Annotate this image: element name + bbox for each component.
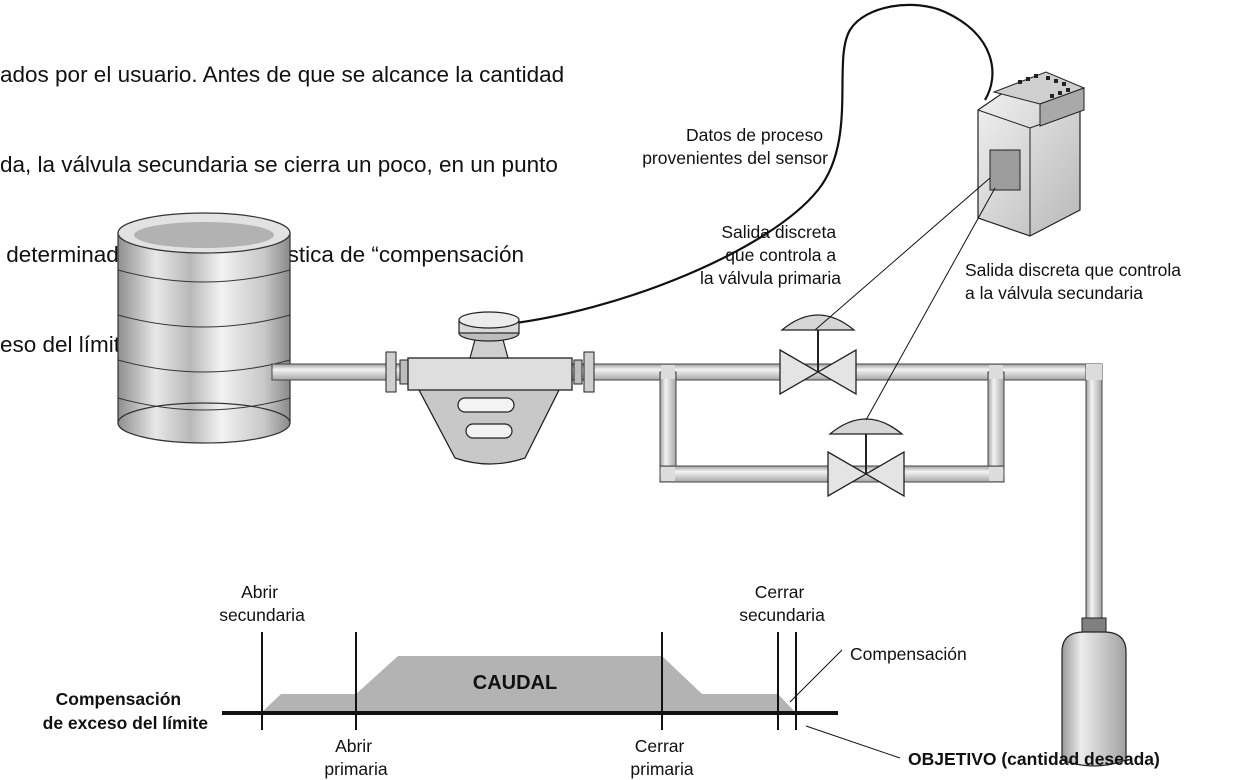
close-primary-label: Cerrar primaria <box>630 736 693 779</box>
compensation-label: Compensación <box>850 644 967 664</box>
storage-tank <box>117 212 291 444</box>
leader-target <box>805 725 901 759</box>
secondary-valve <box>827 418 905 498</box>
open-secondary-label: Abrir secundaria <box>219 582 305 625</box>
transmitter-module <box>977 71 1086 237</box>
flow-label: CAUDAL <box>473 672 557 694</box>
target-label: OBJETIVO (cantidad deseada) <box>908 749 1160 769</box>
intro-line-1: ados por el usuario. Antes de que se alc… <box>0 62 565 87</box>
intro-paragraph: ados por el usuario. Antes de que se alc… <box>0 0 760 390</box>
sensor-cable <box>499 3 994 327</box>
leader-primary <box>814 177 991 331</box>
sensor-data-label: Datos de proceso provenientes del sensor <box>642 125 828 168</box>
primary-valve <box>779 314 857 396</box>
main-pipe <box>271 363 1103 620</box>
intro-line-2: da, la válvula secundaria se cierra un p… <box>0 152 558 177</box>
open-primary-label: Abrir primaria <box>324 736 387 779</box>
flow-meter <box>407 311 573 465</box>
timeline-chart: CAUDAL Abrir secundaria Cerrar secundari… <box>43 582 1160 779</box>
receiving-bottle <box>1061 617 1127 767</box>
flanges <box>385 351 595 393</box>
close-secondary-label: Cerrar secundaria <box>739 582 825 625</box>
secondary-output-label: Salida discreta que controla a la válvul… <box>965 260 1186 303</box>
primary-output-label: Salida discreta que controla a la válvul… <box>700 222 841 288</box>
overshoot-compensation-title: Compensación de exceso del límite <box>43 689 209 733</box>
leader-compensation <box>789 649 843 703</box>
leader-secondary <box>865 187 996 421</box>
